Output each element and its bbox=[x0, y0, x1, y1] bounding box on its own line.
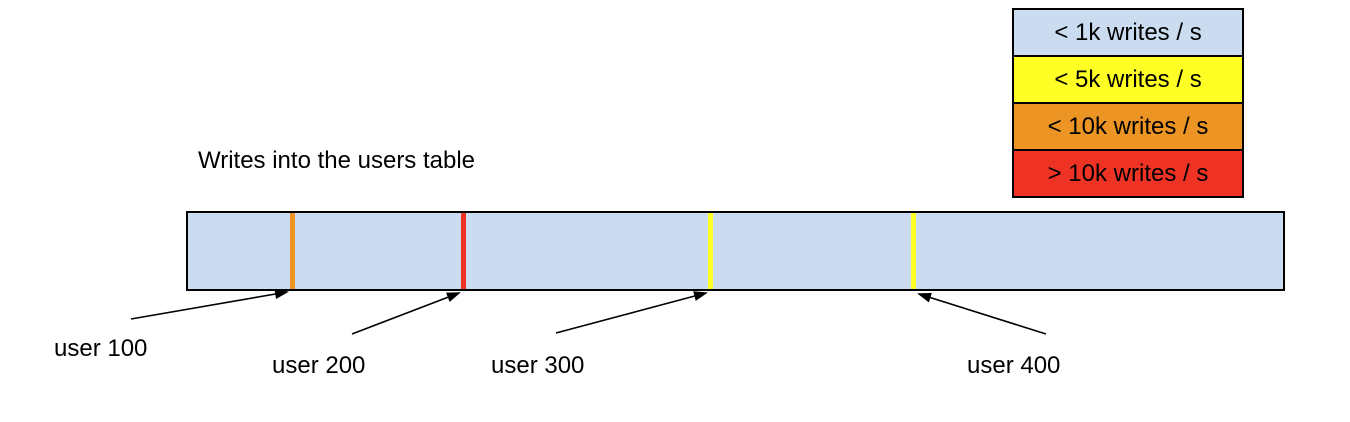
legend-item-lt-5k: < 5k writes / s bbox=[1012, 55, 1244, 104]
legend-item-label: < 5k writes / s bbox=[1054, 65, 1202, 93]
arrow-user-300 bbox=[555, 291, 708, 334]
hotspot-stripe-user-200 bbox=[461, 213, 466, 289]
legend-item-lt-1k: < 1k writes / s bbox=[1012, 8, 1244, 57]
label-user-100: user 100 bbox=[54, 335, 148, 362]
legend-item-label: < 10k writes / s bbox=[1047, 112, 1209, 140]
arrow-user-100 bbox=[130, 289, 289, 320]
hotspot-stripe-user-300 bbox=[708, 213, 713, 289]
diagram-title: Writes into the users table bbox=[198, 147, 476, 174]
arrow-user-400 bbox=[917, 292, 1047, 335]
label-user-400: user 400 bbox=[967, 352, 1061, 379]
hotspot-stripe-user-100 bbox=[290, 213, 295, 289]
label-user-300: user 300 bbox=[491, 352, 585, 379]
users-table-bar bbox=[186, 211, 1285, 291]
legend-item-label: > 10k writes / s bbox=[1047, 159, 1209, 187]
legend-item-gt-10k: > 10k writes / s bbox=[1012, 149, 1244, 198]
legend-item-lt-10k: < 10k writes / s bbox=[1012, 102, 1244, 151]
hotspot-stripe-user-400 bbox=[911, 213, 916, 289]
legend-item-label: < 1k writes / s bbox=[1054, 18, 1202, 46]
arrow-user-200 bbox=[351, 292, 461, 335]
label-user-200: user 200 bbox=[272, 352, 366, 379]
write-rate-legend: < 1k writes / s < 5k writes / s < 10k wr… bbox=[1012, 8, 1244, 198]
